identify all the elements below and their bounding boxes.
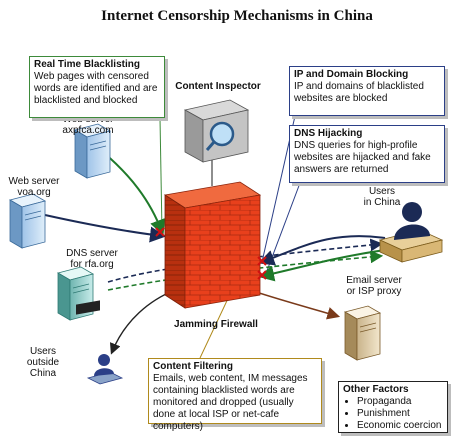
box-heading: Other Factors [343, 384, 409, 395]
users-outside-label: Users outside China [20, 346, 66, 379]
ip-domain-blocking-box: IP and Domain Blocking IP and domains of… [289, 66, 445, 116]
label-line: outside [26, 357, 60, 368]
box-heading: IP and Domain Blocking [294, 69, 409, 80]
label-line: or ISP proxy [346, 286, 402, 297]
realtime-blacklisting-box: Real Time Blacklisting Web pages with ce… [29, 56, 165, 118]
firewall-label: Jamming Firewall [174, 319, 258, 330]
user-icon [378, 202, 444, 263]
box-heading: DNS Hijacking [294, 128, 363, 139]
box-heading: Real Time Blacklisting [34, 59, 140, 70]
block-mark-icon [155, 227, 165, 237]
box-heading: Content Filtering [153, 361, 233, 372]
dns-hijacking-box: DNS Hijacking DNS queries for high-profi… [289, 125, 445, 183]
label-line: China [29, 368, 57, 379]
label-line: Email server [346, 275, 402, 286]
box-text: Web pages with censored words are identi… [34, 71, 158, 106]
dns-arrow-1 [107, 238, 384, 283]
box-text: Emails, web content, IM messages contain… [153, 373, 308, 432]
content-inspector-icon [183, 99, 250, 163]
china-request-arrow-1 [258, 235, 386, 266]
axpfca-arrow [102, 151, 166, 236]
list-item: Economic coercion [357, 420, 443, 432]
label-line: axpfca.com [62, 125, 114, 136]
web-server-voa-label: Web server voa.org [4, 176, 64, 198]
box-text: IP and domains of blacklisted websites a… [294, 81, 424, 104]
dns-connector [264, 182, 301, 277]
email-arrow [249, 289, 341, 320]
box-text: DNS queries for high-profile websites ar… [294, 140, 431, 175]
server-icon [8, 193, 47, 249]
label-line: voa.org [17, 187, 51, 198]
label-line: in China [363, 197, 401, 208]
content-connector [199, 289, 233, 359]
other-factors-list: Propaganda Punishment Economic coercion [343, 396, 443, 432]
server-icon [73, 123, 112, 179]
other-factors-box: Other Factors Propaganda Punishment Econ… [338, 381, 448, 433]
diagram-title: Internet Censorship Mechanisms in China [101, 8, 373, 24]
list-item: Punishment [357, 408, 443, 420]
content-inspector-label: Content Inspector [175, 81, 261, 92]
web-server-axpfca-label: Web server axpfca.com [58, 114, 118, 136]
content-filtering-box: Content Filtering Emails, web content, I… [148, 358, 322, 432]
realtime-connector [159, 117, 163, 233]
voa-arrow [44, 214, 166, 243]
dns-server-rfa-label: DNS server for rfa.org [62, 248, 122, 270]
user-icon [86, 354, 124, 385]
label-line: DNS server [66, 248, 118, 259]
block-mark-icon [257, 256, 267, 266]
email-server-icon [343, 305, 382, 361]
label-line: Users [29, 346, 57, 357]
firewall-icon [163, 181, 262, 309]
users-china-label: Users in China [352, 186, 412, 208]
china-request-arrow-2 [258, 249, 386, 282]
block-mark-icon [257, 270, 267, 280]
label-line: for rfa.org [70, 259, 114, 270]
list-item: Propaganda [357, 396, 443, 408]
dns-server-icon [56, 266, 100, 321]
label-line: Users [368, 186, 396, 197]
label-line: Web server [62, 114, 114, 125]
email-server-label: Email server or ISP proxy [336, 275, 412, 297]
label-line: Web server [8, 176, 60, 187]
